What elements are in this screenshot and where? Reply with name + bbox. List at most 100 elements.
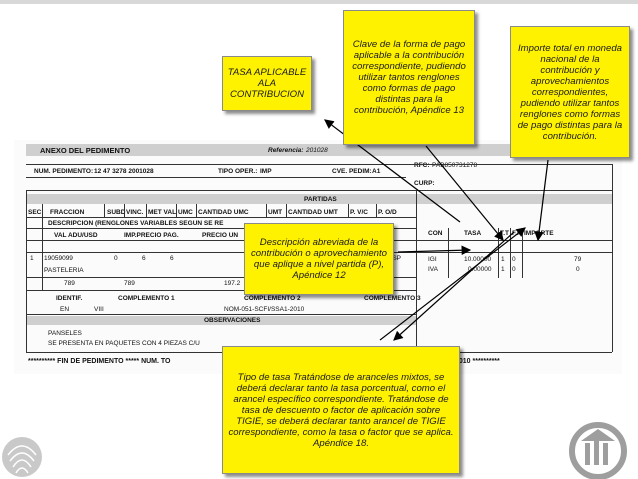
complemento1-label: COMPLEMENTO 1 [118, 295, 175, 302]
observaciones-title: OBSERVACIONES [204, 317, 261, 324]
contrib-fp: 0 [512, 256, 516, 263]
contrib-tt: 1 [501, 266, 505, 273]
rule [26, 277, 416, 278]
header-sec: SEC [28, 209, 42, 216]
rule [510, 228, 511, 278]
identif-label: IDENTIF. [56, 295, 83, 302]
header-cantidad-umc: CANTIDAD UMC [198, 209, 249, 216]
num-pedimento-value: 12 47 3278 2001028 [94, 168, 154, 175]
partida-vinc: 6 [142, 255, 146, 262]
callout-descripcion-abreviada: Descripción abreviada de la contribución… [244, 223, 394, 295]
header-vinc: VINC. [126, 209, 144, 216]
rule [196, 204, 197, 217]
referencia-label: Referencia: [268, 147, 304, 154]
footer-right: ADOR: 010 ********** [434, 358, 500, 365]
complemento3-label: COMPLEMENTO 3 [364, 295, 421, 302]
header-con: CON [428, 230, 443, 237]
top-rule [0, 0, 638, 4]
partida-fraccion: 19059099 [44, 255, 73, 262]
imp-precio-value: 789 [124, 280, 135, 287]
rule [124, 204, 125, 217]
header-tasa: TASA [464, 230, 482, 237]
identif-value: EN [60, 306, 70, 313]
rule [104, 204, 105, 217]
complemento2-label: COMPLEMENTO 2 [244, 295, 301, 302]
contrib-con: IGI [428, 256, 437, 263]
callout-descripcion-abreviada-text: Descripción abreviada de la contribución… [251, 237, 387, 281]
rule [522, 228, 523, 278]
callout-tipo-tasa-text: Tipo de tasa Tratándose de aranceles mix… [228, 371, 454, 449]
cve-pedim-value: A1 [372, 168, 381, 175]
contrib-fp: 0 [512, 266, 516, 273]
callout-importe-total: Importe total en moneda nacional de la c… [510, 26, 630, 158]
descripcion-header: DESCRIPCION (RENGLONES VARIABLES SEGUN S… [48, 220, 224, 227]
rule [448, 228, 449, 278]
anexo-title: ANEXO DEL PEDIMENTO [40, 146, 131, 155]
rule [26, 228, 416, 229]
rule [498, 228, 499, 278]
header-pod: P. O/D [378, 209, 397, 216]
observaciones-strip [26, 316, 416, 325]
arrow-forma-pago [425, 145, 504, 241]
partida-met-val: 6 [170, 255, 174, 262]
footer-left: ********** FIN DE PEDIMENTO ***** NUM. T… [28, 358, 171, 365]
contrib-tasa: 0.00000 [468, 266, 492, 273]
contrib-tt: 1 [501, 256, 505, 263]
header-fraccion: FRACCION [50, 209, 85, 216]
partidas-title: PARTIDAS [304, 196, 337, 203]
rule [26, 190, 27, 352]
rule [42, 204, 43, 290]
arrow-descripcion [397, 245, 472, 256]
cve-pedim-label: CVE. PEDIM: [332, 168, 372, 175]
rule [26, 290, 416, 291]
arrow-tipo-tasa [379, 227, 526, 341]
rule [612, 164, 613, 352]
obs-line-2: SE PRESENTA EN PAQUETES CON 4 PIEZAS C/U [48, 340, 200, 347]
rule [266, 204, 267, 217]
header-tt: T.T [500, 230, 510, 237]
rule [348, 204, 349, 217]
callout-tasa-aplicable-text: TASA APLICABLE ALA CONTRIBUCION [227, 67, 307, 100]
anexo-strip [26, 144, 612, 156]
complemento1-value: VIII [94, 306, 104, 313]
rfc-value: PAB850731278 [432, 162, 478, 169]
referencia-value: 201028 [306, 147, 328, 154]
obs-line-1: PANSELES [48, 330, 82, 337]
rule [26, 164, 612, 165]
num-pedimento-label: NUM. PEDIMENTO: [34, 168, 94, 175]
complemento2-value: NOM-051-SCFI/SSA1-2010 [224, 306, 305, 313]
curp-label: CURP: [414, 180, 435, 187]
rule [26, 177, 406, 178]
header-cantidad-umt: CANTIDAD UMT [288, 209, 338, 216]
rule [146, 204, 147, 217]
contrib-importe: 79 [574, 256, 582, 263]
header-umt: UMT [268, 209, 283, 216]
header-imp-precio: IMP.PRECIO PAG. [124, 232, 179, 239]
header-val-adu: VAL ADU/USD [54, 232, 98, 239]
contrib-con: IVA [428, 266, 438, 273]
header-subd: SUBD [107, 209, 126, 216]
rule [26, 217, 416, 218]
header-pvc: P. V/C [350, 209, 368, 216]
building-emblem-logo-icon [569, 422, 627, 479]
header-met-val: MET VAL [148, 209, 177, 216]
fingerprint-globe-logo-icon [2, 437, 42, 477]
partida-esp: ESP [388, 255, 402, 262]
arrow-importe [534, 159, 549, 242]
rule [376, 204, 377, 217]
contrib-tasa: 10.00000 [464, 256, 492, 263]
arrow-tipo-tasa-upper [393, 231, 515, 341]
rule [26, 314, 416, 315]
partida-sec: 1 [30, 255, 34, 262]
callout-clave-forma-pago-text: Clave de la forma de pago aplicable a la… [352, 39, 466, 116]
tipo-oper-value: IMP [260, 168, 272, 175]
rfc-label: RFC: [414, 162, 430, 169]
header-umc: UMC [178, 209, 193, 216]
callout-tipo-tasa: Tipo de tasa Tratándose de aranceles mix… [222, 346, 460, 474]
precio-un-value: 197.2 [224, 280, 241, 287]
header-precio-un: PRECIO UN [202, 232, 239, 239]
rule [286, 204, 287, 217]
partida-subd: 0 [114, 255, 118, 262]
partidas-strip [26, 194, 612, 204]
contrib-importe: 0 [576, 266, 580, 273]
